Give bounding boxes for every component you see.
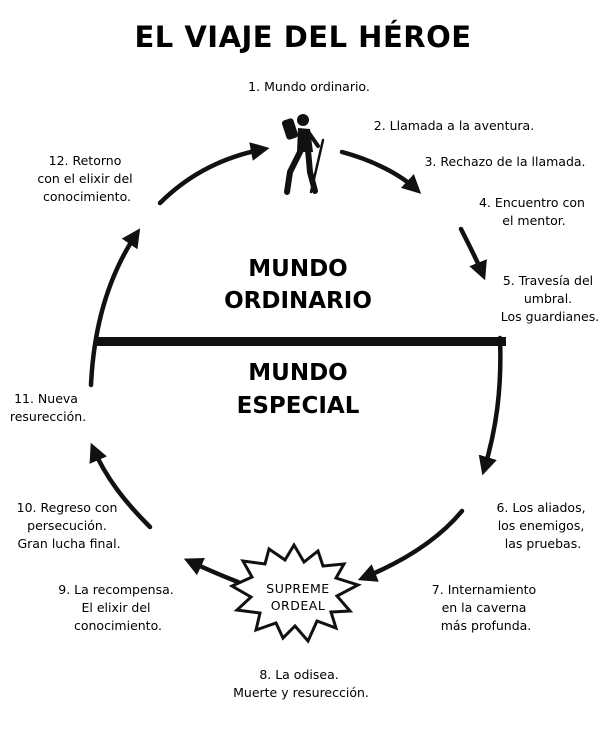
stage-8-label: 8. La odisea. Muerte y resurección. (233, 667, 369, 700)
stage-5-label: 5. Travesía del umbral. Los guardianes. (501, 273, 599, 324)
stage-12-line: 12. Retorno (49, 153, 122, 168)
arrow-8-to-9 (183, 558, 241, 585)
stage-5-line: umbral. (524, 291, 572, 306)
center-label-line2: ORDEAL (271, 598, 326, 613)
world-divider (94, 337, 506, 346)
stage-4-line: el mentor. (502, 213, 565, 228)
arrow-11-to-12 (88, 228, 141, 388)
stage-9-label: 9. La recompensa. El elixir del conocimi… (58, 582, 177, 633)
stage-6-line: 6. Los aliados, (496, 500, 585, 515)
stage-11-line: 11. Nueva (14, 391, 78, 406)
stage-10-line: Gran lucha final. (17, 536, 120, 551)
special-world-line1: MUNDO (248, 360, 347, 386)
arrow-5-to-6 (478, 335, 503, 476)
stage-10-line: 10. Regreso con (17, 500, 118, 515)
stage-labels: 1. Mundo ordinario. 2. Llamada a la aven… (10, 79, 599, 700)
stage-4-label: 4. Encuentro con el mentor. (479, 195, 589, 228)
stage-9-line: El elixir del (81, 600, 150, 615)
stage-12-label: 12. Retorno con el elixir del conocimien… (37, 153, 136, 204)
starburst-icon (228, 542, 362, 644)
arrow-10-to-11 (89, 442, 153, 530)
stage-10-line: persecución. (27, 518, 107, 533)
stage-7-line: en la caverna (442, 600, 527, 615)
stage-9-line: 9. La recompensa. (58, 582, 173, 597)
stage-4-line: 4. Encuentro con (479, 195, 585, 210)
special-world-line2: ESPECIAL (237, 393, 360, 419)
stage-5-line: Los guardianes. (501, 309, 599, 324)
stage-1-line: 1. Mundo ordinario. (248, 79, 370, 94)
stage-6-label: 6. Los aliados, los enemigos, las prueba… (496, 500, 589, 551)
arrow-2-to-3 (339, 149, 422, 194)
stage-7-label: 7. Internamiento en la caverna más profu… (432, 582, 540, 633)
center-label-line1: SUPREME (266, 581, 329, 596)
ordinary-world-line1: MUNDO (248, 256, 347, 282)
cycle-arrows (88, 142, 503, 585)
stage-5-line: 5. Travesía del (503, 273, 593, 288)
stage-3-label: 3. Rechazo de la llamada. (424, 154, 585, 169)
stage-2-label: 2. Llamada a la aventura. (374, 118, 534, 133)
stage-12-line: conocimiento. (43, 189, 131, 204)
stage-7-line: más profunda. (441, 618, 532, 633)
stage-12-line: con el elixir del (37, 171, 132, 186)
stage-6-line: las pruebas. (505, 536, 581, 551)
arrow-12-to-1 (157, 142, 270, 206)
ordinary-world-line2: ORDINARIO (224, 288, 372, 314)
stage-10-label: 10. Regreso con persecución. Gran lucha … (17, 500, 122, 551)
stage-6-line: los enemigos, (498, 518, 585, 533)
stage-8-line: Muerte y resurección. (233, 685, 369, 700)
stage-7-line: 7. Internamiento (432, 582, 536, 597)
hiker-icon (281, 114, 325, 195)
arrow-6-to-7 (357, 508, 465, 582)
stage-11-line: resurección. (10, 409, 86, 424)
arrow-4-to-5 (458, 226, 487, 281)
stage-11-label: 11. Nueva resurección. (10, 391, 86, 424)
stage-8-line: 8. La odisea. (259, 667, 338, 682)
page-title: EL VIAJE DEL HÉROE (134, 20, 471, 54)
stage-3-line: 3. Rechazo de la llamada. (424, 154, 585, 169)
stage-9-line: conocimiento. (74, 618, 162, 633)
stage-2-line: 2. Llamada a la aventura. (374, 118, 534, 133)
stage-1-label: 1. Mundo ordinario. (248, 79, 370, 94)
